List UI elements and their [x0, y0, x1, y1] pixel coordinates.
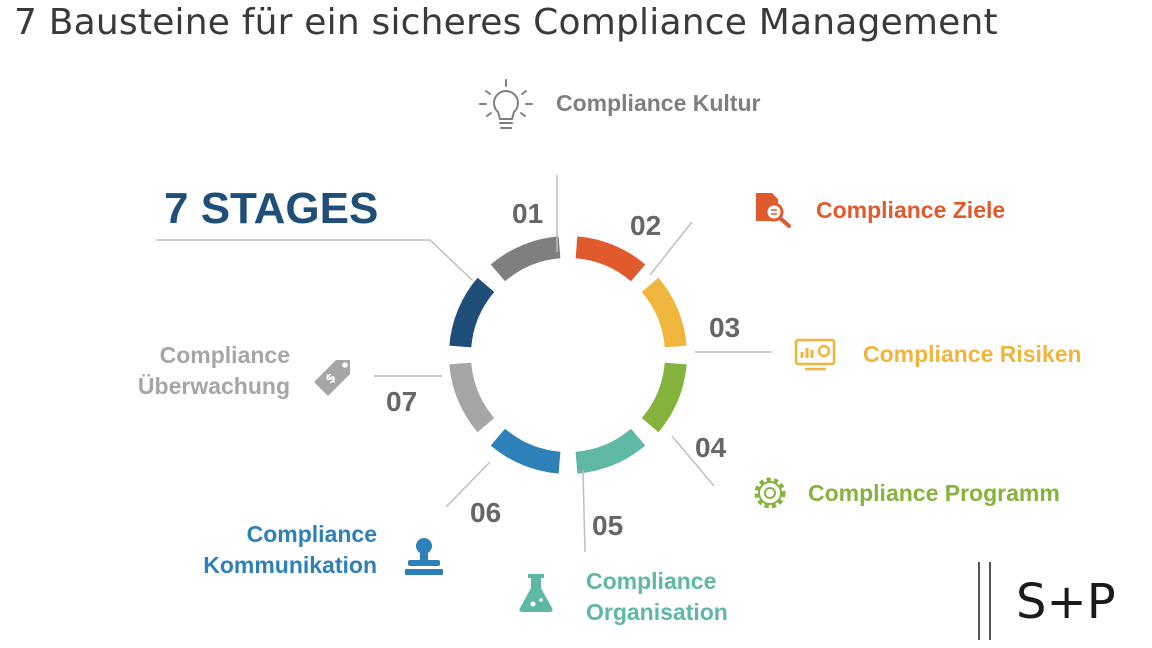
step-label-04: Compliance Programm	[808, 480, 1060, 506]
leader-line-02	[649, 221, 693, 276]
step-number-06: 06	[470, 497, 502, 528]
step-label-05-line2: Organisation	[586, 599, 728, 625]
document-search-icon	[756, 193, 791, 228]
brand-logo: S+P	[1016, 574, 1116, 630]
gear-icon	[754, 477, 786, 509]
ring-segment-03	[641, 277, 687, 348]
step-number-04: 04	[695, 432, 727, 463]
step-label-07-line2: Überwachung	[137, 373, 290, 399]
stages-heading: 7 STAGES	[164, 184, 379, 233]
step-number-07: 07	[386, 386, 418, 417]
step-label-05-line1: Compliance	[586, 568, 717, 594]
page-title: 7 Bausteine für ein sicheres Compliance …	[14, 2, 998, 43]
leader-line-stages	[156, 239, 473, 281]
leader-line-05	[582, 469, 586, 553]
lightbulb-icon	[479, 79, 533, 129]
step-number-05: 05	[592, 510, 624, 541]
step-label-06-line1: Compliance	[246, 521, 377, 547]
ring-segment-07	[449, 362, 495, 433]
monitor-chart-icon	[794, 338, 836, 371]
leader-line-06	[445, 461, 491, 508]
ring-segment-04	[641, 362, 687, 433]
step-label-01: Compliance Kultur	[556, 90, 761, 116]
step-label-02: Compliance Ziele	[816, 197, 1006, 223]
leader-line-04	[671, 435, 715, 487]
step-label-07-line1: Compliance	[159, 342, 290, 368]
step-label-03: Compliance Risiken	[863, 341, 1082, 367]
ring-segment-05	[575, 428, 646, 474]
step-label-05: Compliance Organisation	[586, 566, 728, 628]
price-tag-icon: $	[314, 360, 350, 396]
step-label-06: Compliance Kommunikation	[170, 519, 377, 581]
ring-segment-01	[490, 236, 561, 282]
ring-segment-02	[575, 236, 646, 282]
step-label-07: Compliance Überwachung	[100, 340, 290, 402]
stamp-icon	[405, 538, 443, 575]
step-number-02: 02	[630, 210, 662, 241]
step-number-01: 01	[512, 198, 544, 229]
ring-segment-06	[490, 428, 561, 474]
step-label-06-line2: Kommunikation	[203, 552, 377, 578]
ring-segment-stages	[449, 277, 495, 348]
flask-icon	[519, 574, 553, 612]
step-number-03: 03	[709, 312, 741, 343]
